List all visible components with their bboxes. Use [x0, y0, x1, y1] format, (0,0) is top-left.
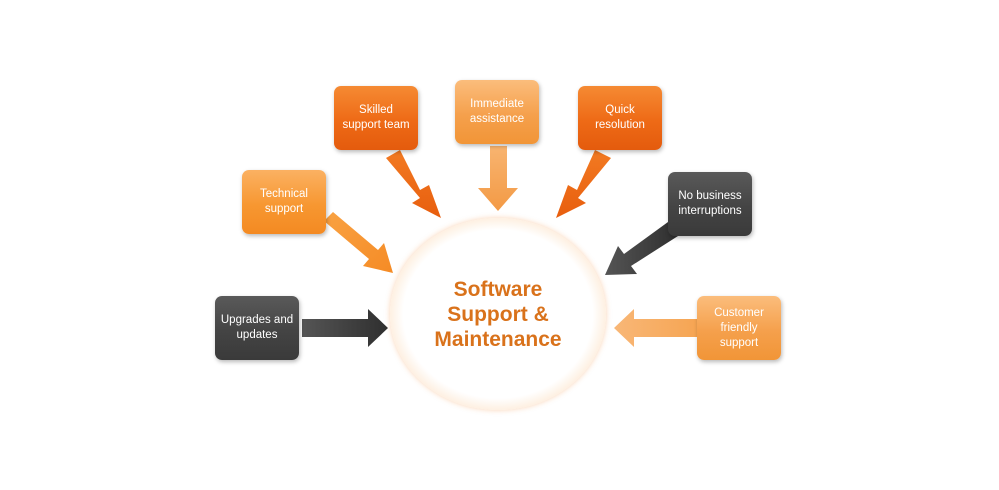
- node-label-quick: Quick resolution: [595, 104, 645, 131]
- arrow-technical: [324, 212, 393, 273]
- node-customer-friendly-support: Customer friendly support: [697, 296, 781, 360]
- arrow-customer: [614, 309, 697, 347]
- node-label-technical: Technical support: [260, 188, 308, 215]
- node-technical-support: Technical support: [242, 170, 326, 234]
- node-label-immediate: Immediate assistance: [469, 98, 525, 125]
- center-hub: Software Support & Maintenance: [390, 218, 606, 410]
- node-upgrades-and-updates: Upgrades and updates: [215, 296, 299, 360]
- arrow-quick: [556, 150, 611, 218]
- node-immediate-assistance: Immediate assistance: [455, 80, 539, 144]
- arrow-upgrades: [302, 309, 388, 347]
- center-title: Software Support & Maintenance: [434, 277, 562, 351]
- arrow-skilled: [386, 150, 441, 218]
- arrow-immediate: [478, 146, 518, 211]
- node-label-customer: Customer friendly support: [714, 306, 764, 349]
- node-no-business-interruptions: No business interruptions: [668, 172, 752, 236]
- node-label-no-business: No business interruptions: [678, 190, 742, 217]
- node-label-skilled: Skilled support team: [342, 104, 410, 131]
- arrow-no-business: [605, 222, 678, 275]
- node-skilled-support-team: Skilled support team: [334, 86, 418, 150]
- node-quick-resolution: Quick resolution: [578, 86, 662, 150]
- node-label-upgrades: Upgrades and updates: [220, 314, 294, 341]
